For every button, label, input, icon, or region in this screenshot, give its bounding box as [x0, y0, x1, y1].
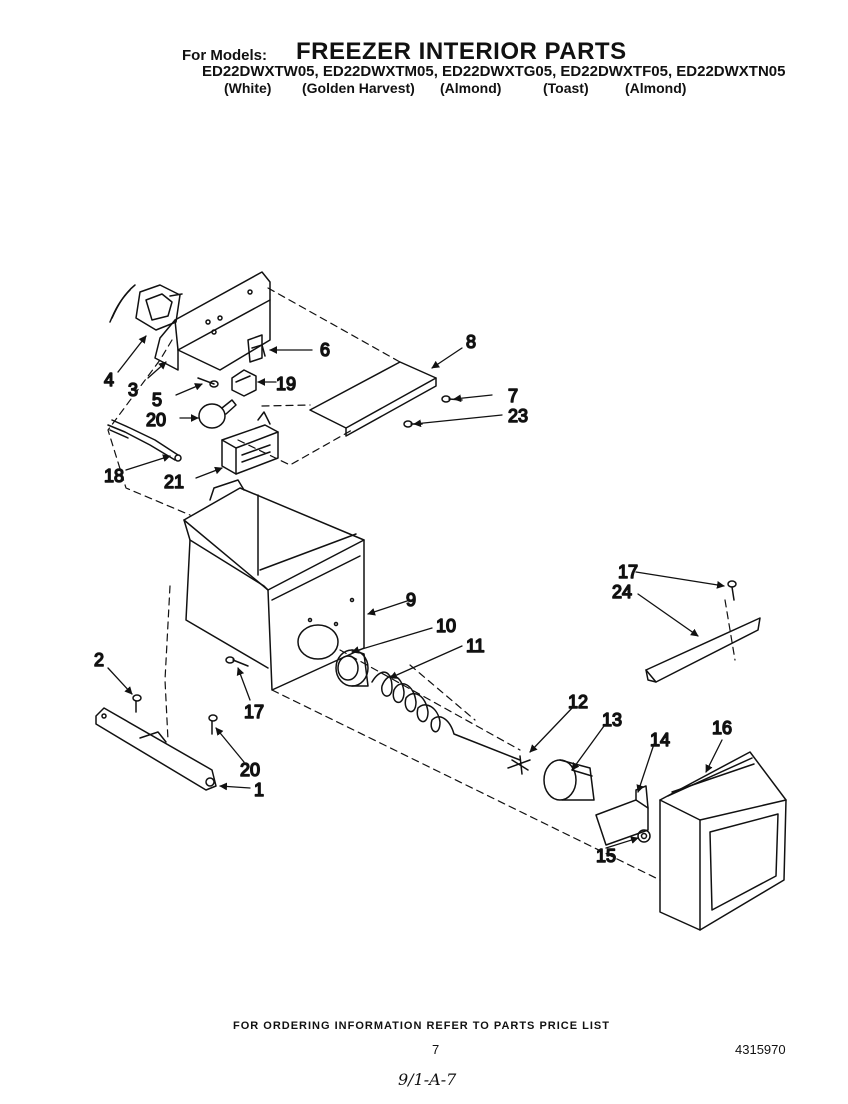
- part-label-8: 8: [466, 332, 476, 352]
- screw-part-17-right: [727, 580, 737, 601]
- ice-bin: [183, 479, 365, 691]
- part-label-11: 11: [466, 636, 485, 656]
- ordering-note: FOR ORDERING INFORMATION REFER TO PARTS …: [233, 1020, 610, 1032]
- drive-coupling: [507, 755, 531, 775]
- part-label-5: 5: [152, 390, 162, 410]
- model-color-almond-2: (Almond): [625, 80, 687, 96]
- part-label-3: 3: [128, 380, 138, 400]
- for-models-label: For Models:: [182, 47, 267, 64]
- light-shield: [221, 411, 279, 475]
- part-label-14: 14: [650, 730, 670, 750]
- model-color-golden-harvest: (Golden Harvest): [302, 80, 415, 96]
- page-number: 7: [432, 1042, 440, 1057]
- retaining-nut: [637, 829, 651, 843]
- part-label-13: 13: [602, 710, 622, 730]
- cover-plate: [309, 361, 437, 437]
- assembly-guide-lines: [107, 287, 736, 881]
- part-label-17-bin: 17: [244, 702, 264, 722]
- model-color-toast: (Toast): [543, 80, 589, 96]
- auger-spring: [371, 671, 521, 761]
- part-label-16: 16: [712, 718, 732, 738]
- bracket-clip: [247, 334, 266, 363]
- part-label-17-right: 17: [618, 562, 638, 582]
- lamp-socket: [231, 369, 257, 397]
- part-label-1: 1: [254, 780, 264, 800]
- part-label-4: 4: [104, 370, 114, 390]
- part-label-20: 20: [146, 410, 166, 430]
- screw-part-22: [208, 714, 218, 735]
- handwritten-note: 9/1-A-7: [398, 1070, 457, 1089]
- part-label-21: 21: [164, 472, 184, 492]
- part-label-12: 12: [568, 692, 588, 712]
- part-label-6: 6: [320, 340, 330, 360]
- model-color-almond: (Almond): [440, 80, 502, 96]
- wire-harness: [107, 419, 182, 462]
- timer-motor: [109, 284, 183, 331]
- part-label-2: 2: [94, 650, 104, 670]
- auger-cup: [543, 759, 595, 801]
- model-color-white: (White): [224, 80, 272, 96]
- control-bracket: [154, 271, 271, 371]
- callout-leaders: [107, 335, 725, 849]
- page-title: FREEZER INTERIOR PARTS: [296, 38, 627, 65]
- light-bulb: [198, 399, 237, 429]
- part-label-9: 9: [406, 590, 416, 610]
- screw-part-5: [197, 377, 219, 388]
- motor-bracket: [595, 785, 649, 846]
- part-label-10: 10: [436, 616, 456, 636]
- part-label-24: 24: [612, 582, 632, 602]
- front-housing: [659, 751, 787, 931]
- auger-bearing: [335, 649, 369, 687]
- part-label-7: 7: [508, 386, 518, 406]
- part-label-18: 18: [104, 466, 124, 486]
- lower-bracket: [95, 707, 217, 791]
- part-label-23: 23: [508, 406, 528, 426]
- screw-part-17-left: [225, 656, 249, 667]
- retaining-strip: [645, 617, 761, 683]
- part-label-15: 15: [596, 846, 616, 866]
- document-number: 4315970: [735, 1042, 786, 1057]
- part-label-22: 20: [240, 760, 260, 780]
- model-numbers: ED22DWXTW05, ED22DWXTM05, ED22DWXTG05, E…: [202, 63, 786, 80]
- part-label-19: 19: [276, 374, 296, 394]
- screw-part-2: [132, 694, 142, 713]
